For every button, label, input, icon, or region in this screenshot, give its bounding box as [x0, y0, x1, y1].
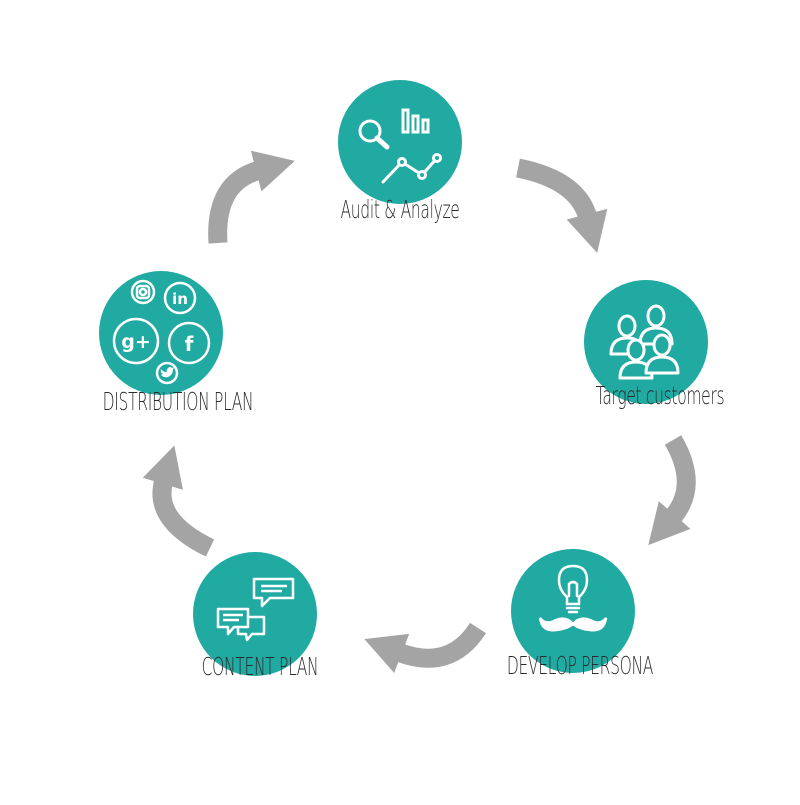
step-label-content-plan: CONTENT PLAN: [201, 652, 319, 681]
linkedin-icon: in: [163, 281, 197, 315]
step-label-target-customers: Target customers: [595, 381, 725, 410]
twitter-icon: [155, 361, 179, 385]
step-circle: [338, 80, 462, 204]
step-target-customers: [584, 280, 708, 404]
google-plus-glyph: g+: [121, 331, 151, 353]
users-icon: [609, 304, 680, 380]
facebook-glyph: f: [185, 332, 194, 356]
step-circle: [99, 271, 223, 395]
arrow-target-to-persona: [648, 435, 696, 546]
instagram-icon: [130, 279, 156, 305]
cycle-arrows: [142, 150, 696, 674]
step-develop-persona: [511, 549, 635, 673]
step-label-audit-analyze: Audit & Analyze: [340, 195, 460, 224]
arrow-distribution-to-audit: [208, 150, 295, 244]
facebook-icon: f: [167, 321, 211, 365]
step-audit-analyze: [338, 80, 462, 204]
lightbulb-mustache-icon: [538, 564, 608, 632]
step-distribution-plan: in g+ f: [99, 271, 223, 395]
chat-bubbles-icon: [216, 577, 295, 642]
step-content-plan: [193, 552, 317, 676]
search-analytics-icon: [358, 108, 442, 184]
linkedin-glyph: in: [172, 290, 188, 308]
step-label-distribution-plan: DISTRIBUTION PLAN: [102, 387, 254, 416]
social-media-icon: in g+ f: [112, 279, 211, 385]
arrow-audit-to-target: [515, 158, 608, 253]
google-plus-icon: g+: [112, 317, 160, 365]
step-label-develop-persona: DEVELOP PERSONA: [506, 651, 654, 680]
arrow-persona-to-content: [364, 622, 487, 674]
arrow-content-to-distribution: [142, 445, 215, 557]
